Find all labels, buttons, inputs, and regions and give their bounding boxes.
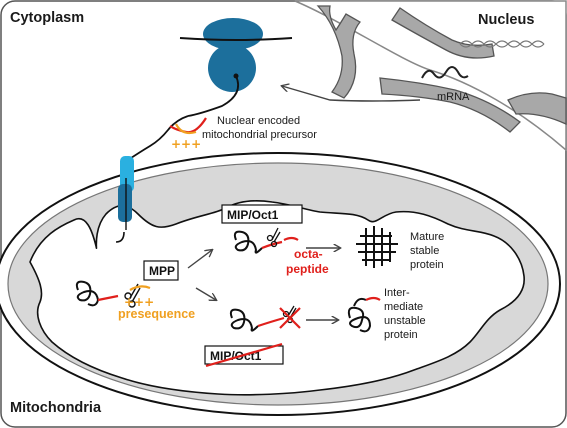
nucleus-label: Nucleus xyxy=(478,12,534,28)
mrna-strand xyxy=(421,66,469,79)
mip-oct1-label: MIP/Oct1 xyxy=(227,208,279,222)
intermediate-label-line2: mediate xyxy=(384,301,423,313)
arrow-to-no-mip xyxy=(195,287,216,300)
cleaved-presequence xyxy=(129,285,151,291)
matrix-precursor-icon xyxy=(75,280,119,307)
scissors-icon-mip xyxy=(266,227,281,248)
mitochondria-label: Mitochondria xyxy=(10,400,102,416)
octapeptide-label-line2: peptide xyxy=(286,262,329,276)
precursor-label-line2: mitochondrial precursor xyxy=(202,129,317,141)
matrix-plus-charges: +++ xyxy=(124,295,154,309)
precursor-plus-charges: +++ xyxy=(171,137,201,151)
octapeptide-label-line1: octa- xyxy=(294,247,323,261)
chromatin-1 xyxy=(316,5,361,99)
mip-oct1-strike xyxy=(205,342,283,368)
unstable-protein-icon xyxy=(347,296,381,333)
octapeptide-fragment xyxy=(283,236,299,241)
precursor-presequence xyxy=(175,123,197,135)
presequence-label: presequence xyxy=(118,307,195,321)
intermediate-label-line4: protein xyxy=(384,329,418,341)
nucleus: Nucleus xyxy=(294,0,567,152)
mature-label-line3: protein xyxy=(410,259,444,271)
ribosome-icon xyxy=(179,18,293,117)
mrna-label: mRNA xyxy=(437,91,470,103)
mature-label-line2: stable xyxy=(410,245,439,257)
intermediate-protein-lower-icon xyxy=(229,308,285,332)
mitochondrion xyxy=(0,152,561,416)
mpp-box xyxy=(143,260,179,281)
mature-protein-icon xyxy=(356,226,398,268)
mpp-label: MPP xyxy=(149,264,175,278)
chromatin-4 xyxy=(507,92,567,126)
crossed-scissors-icon xyxy=(279,305,301,329)
mature-label-line1: Mature xyxy=(410,231,444,243)
translocase-icon xyxy=(118,156,134,230)
intermediate-label-line3: unstable xyxy=(384,315,426,327)
chromatin-3 xyxy=(391,7,495,59)
precursor-label-line1: Nuclear encoded xyxy=(217,115,300,127)
arrow-to-mip xyxy=(187,250,212,269)
dna-icon xyxy=(459,40,545,48)
cytoplasm-label: Cytoplasm xyxy=(10,10,84,26)
chromatin-2 xyxy=(379,77,521,133)
mip-oct1-box xyxy=(221,204,303,224)
intermediate-label-line1: Inter- xyxy=(384,287,410,299)
import-hook xyxy=(115,231,125,243)
mrna-export-arrow xyxy=(282,86,421,102)
